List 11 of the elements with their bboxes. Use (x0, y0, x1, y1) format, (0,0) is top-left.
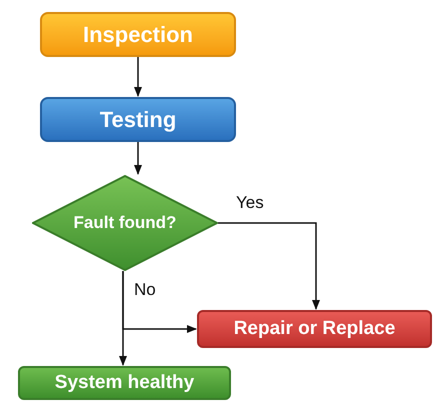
edge-label: Yes (234, 194, 266, 211)
arrow (218, 222, 320, 310)
process-box: Repair or Replace (197, 310, 432, 348)
decision-diamond: Fault found? (32, 175, 218, 271)
edge-label: No (132, 281, 158, 298)
process-box: Inspection (40, 12, 236, 57)
arrow (134, 142, 142, 175)
terminal-box: System healthy (18, 366, 231, 400)
arrow (122, 271, 197, 333)
process-box: Testing (40, 97, 236, 142)
arrow (134, 57, 142, 97)
